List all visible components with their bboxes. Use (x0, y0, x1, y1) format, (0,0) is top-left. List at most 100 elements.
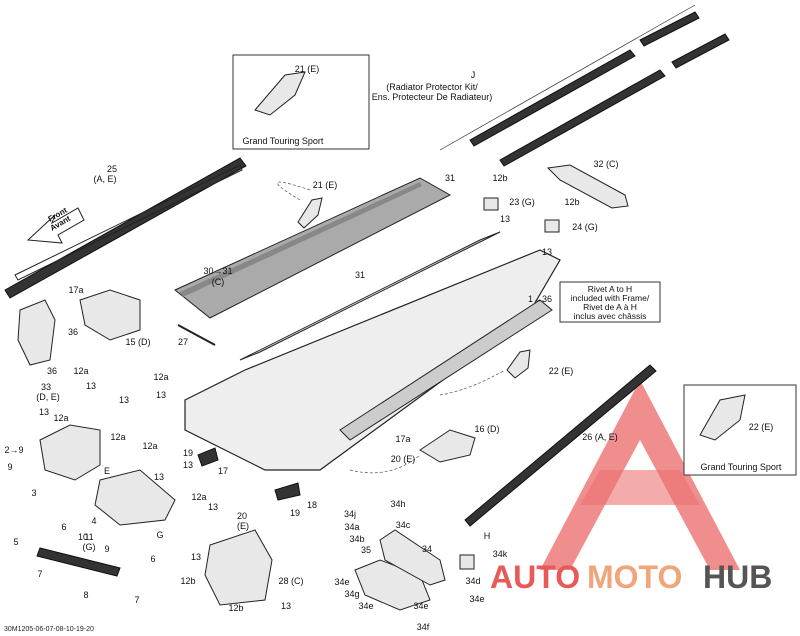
callout-labels: 21 (E)J(Radiator Protector Kit/Ens. Prot… (4, 64, 781, 632)
callout-c29: 2→9 (4, 445, 23, 455)
callout-c12a_1: 12a (73, 366, 88, 376)
callout-c34k: 34k (493, 549, 508, 559)
callout-c18: 18 (307, 500, 317, 510)
callout-c13_1: 13 (500, 214, 510, 224)
callout-c36a: 36 (68, 327, 78, 337)
watermark-text: AUTO MOTO HUB (490, 559, 772, 595)
callout-c25b: (A, E) (93, 174, 116, 184)
callout-c34: 34 (422, 544, 432, 554)
part-15 (79, 289, 141, 341)
callout-c3031: 30→31 (203, 266, 232, 276)
callout-c13_8: 13 (183, 460, 193, 470)
part-22 (506, 349, 531, 379)
part-22-inset (699, 394, 746, 441)
watermark-logo (540, 380, 740, 570)
callout-c17: 17 (218, 466, 228, 476)
callout-c_h: H (484, 531, 491, 541)
callout-c12a_2: 12a (153, 372, 168, 382)
watermark-hub: HUB (703, 559, 772, 595)
watermark-auto: AUTO (490, 559, 580, 595)
callout-c24: 24 (G) (572, 222, 598, 232)
callout-c_g: G (156, 530, 163, 540)
callout-c17a: 17a (68, 285, 83, 295)
callout-c34g: 34g (344, 589, 359, 599)
callout-c16: 16 (D) (474, 424, 499, 434)
callout-c12a_4: 12a (110, 432, 125, 442)
callout-c13_5: 13 (39, 407, 49, 417)
part-33 (17, 299, 56, 366)
callout-c34e_2: 34e (469, 594, 484, 604)
callout-c15: 15 (D) (125, 337, 150, 347)
callout-c34a: 34a (344, 522, 359, 532)
callout-c3: 3 (31, 488, 36, 498)
callout-c11: 11 (84, 532, 93, 542)
callout-c28: 28 (C) (278, 576, 303, 586)
part-16 (419, 429, 476, 463)
part-21-bracket (254, 71, 306, 116)
callout-c9b: 9 (104, 544, 109, 554)
callout-c19b: 19 (290, 508, 300, 518)
callout-c36b: 36 (47, 366, 57, 376)
callout-c20b: (E) (237, 521, 249, 531)
callout-c20: 20 (237, 511, 247, 521)
callout-c13_3: 13 (86, 381, 96, 391)
callout-c_j: J (471, 70, 476, 80)
part-28 (204, 529, 273, 606)
part-18 (274, 482, 301, 501)
callout-c13_6: 13 (119, 395, 129, 405)
callout-c33: 33 (41, 382, 51, 392)
part-23 (483, 197, 499, 211)
callout-c136: 1→36 (528, 294, 552, 304)
part-4 (94, 469, 176, 526)
note-line-2: included with Frame/ (571, 293, 650, 303)
callout-c25: 25 (107, 164, 117, 174)
callout-c13_2: 13 (542, 247, 552, 257)
callout-c12b_2: 12b (564, 197, 579, 207)
callout-c8: 8 (83, 590, 88, 600)
callout-c33b: (D, E) (36, 392, 60, 402)
callout-c12a_6: 12a (191, 492, 206, 502)
callout-c19a: 19 (183, 448, 193, 458)
callout-c12a_5: 12a (142, 441, 157, 451)
callout-c10: 10 (78, 532, 88, 542)
callout-c32: 32 (C) (593, 159, 618, 169)
callout-c34c: 34c (396, 520, 411, 530)
callout-c11g: (G) (83, 542, 96, 552)
callout-c_gts1: Grand Touring Sport (243, 136, 324, 146)
callout-c23: 23 (G) (509, 197, 535, 207)
part-25-rail (4, 157, 247, 299)
callout-c13_10: 13 (191, 552, 201, 562)
note-line-1: Rivet A to H (588, 284, 632, 294)
callout-c12a_3: 12a (53, 413, 68, 423)
callout-c31a: 31 (445, 173, 455, 183)
part-24 (544, 219, 560, 233)
note-box (559, 281, 661, 323)
footer-code: 30M1205-06-07-08-10-19-20 (4, 626, 94, 633)
callout-c20e: 20 (E) (391, 454, 416, 464)
watermark-moto: MOTO (587, 559, 682, 595)
callout-c_gts2: Grand Touring Sport (701, 462, 782, 472)
front-arrow (26, 207, 85, 244)
callout-c13_11: 13 (281, 601, 291, 611)
callout-c7b: 7 (134, 595, 139, 605)
callout-c34f: 34f (417, 622, 430, 632)
part-30-tunnel (174, 177, 452, 319)
callout-c9a: 9 (7, 462, 12, 472)
callout-c21b: 21 (E) (313, 180, 338, 190)
callout-c4: 4 (91, 516, 96, 526)
callout-c35: 35 (361, 545, 371, 555)
part-26-rail (464, 364, 657, 527)
callout-c13_9: 13 (208, 502, 218, 512)
note-box-text: Rivet A to H included with Frame/ Rivet … (571, 284, 650, 321)
callout-c13_7: 13 (154, 472, 164, 482)
callout-c12b_3: 12b (180, 576, 195, 586)
note-line-3: Rivet de A à H (583, 302, 637, 312)
callout-c30c: (C) (212, 277, 225, 287)
part-5 (36, 547, 121, 577)
part-17 (197, 447, 219, 467)
part-32 (546, 164, 629, 209)
inset-box-21 (232, 54, 370, 150)
part-3 (39, 424, 101, 481)
callout-c27: 27 (178, 337, 188, 347)
